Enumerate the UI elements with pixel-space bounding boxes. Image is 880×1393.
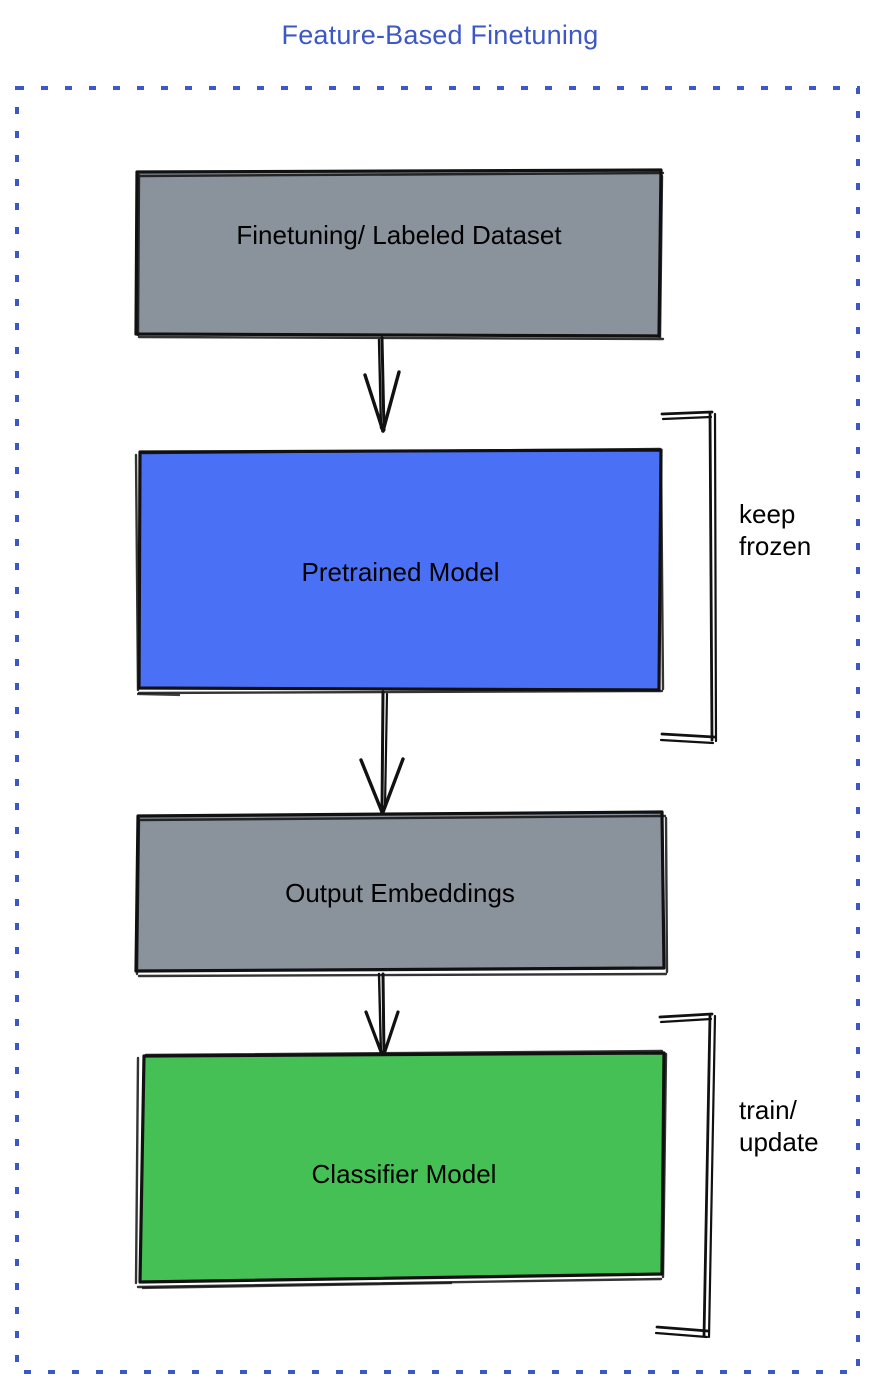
outer-dashed-border [15,86,860,1374]
edge-pretrained-to-embeddings [359,690,405,814]
node-sketch-overlay [135,814,669,978]
annotation-train-update-line2: update [739,1126,819,1157]
node-label-classifier-model: Classifier Model [311,1159,497,1189]
node-hit-finetuning-dataset[interactable] [136,170,663,338]
node-sketch-overlay [136,171,665,341]
node-sketch-overlay [134,447,665,695]
node-label-output-embeddings: Output Embeddings [285,878,515,908]
node-finetuning-dataset[interactable] [134,168,665,341]
node-label-finetuning-dataset: Finetuning/ Labeled Dataset [236,220,562,250]
annotation-train-update: train/ update [739,1095,819,1158]
edge-dataset-to-pretrained [363,336,401,433]
node-label-pretrained-model: Pretrained Model [301,557,500,587]
node-hit-pretrained-model[interactable] [136,449,664,694]
node-output-embeddings[interactable] [134,810,669,978]
node-hit-classifier-model[interactable] [136,1051,667,1288]
edge-embeddings-to-classifier [364,972,400,1059]
node-classifier-model[interactable] [134,1049,668,1290]
node-pretrained-model[interactable] [134,447,665,697]
annotation-keep-frozen-line1: keep [739,499,796,529]
annotation-train-update-line1: train/ [739,1095,797,1125]
annotation-keep-frozen-line2: frozen [739,530,812,561]
annotation-keep-frozen: keep frozen [739,499,811,562]
page-title: Feature-Based Finetuning [281,20,599,50]
bracket-keep-frozen [659,410,718,745]
bracket-train-update [654,1012,717,1339]
node-hit-output-embeddings[interactable] [136,812,667,976]
